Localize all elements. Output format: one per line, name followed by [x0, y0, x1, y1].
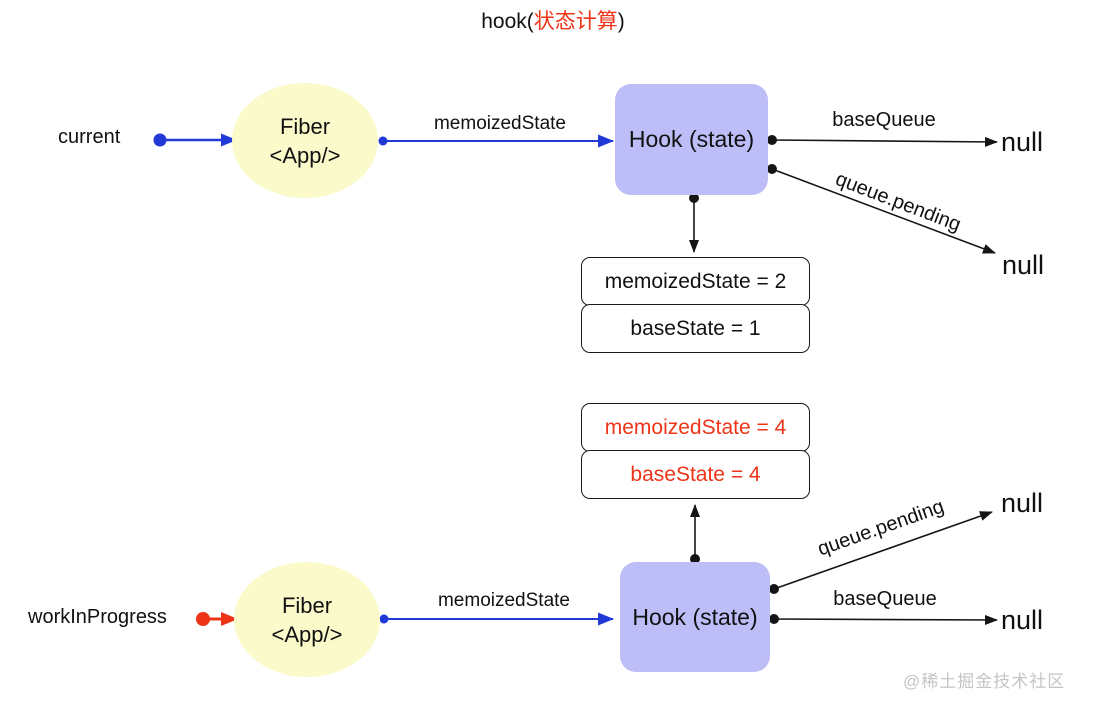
- state-row-basestate: baseState = 4: [581, 450, 810, 499]
- arrow-current-to-fiber: [153, 133, 237, 147]
- edge-label-queuepending-bottom: queue.pending: [814, 495, 947, 561]
- edge-label-basequeue-bottom: baseQueue: [833, 588, 937, 610]
- state-row-basestate: baseState = 1: [581, 304, 810, 353]
- fiber-label-line2: <App/>: [271, 621, 343, 647]
- title-suffix: ): [617, 10, 625, 33]
- title-prefix: hook(: [481, 10, 534, 33]
- hook-node-workinprogress: Hook (state): [620, 562, 770, 672]
- arrow-workinprogress-to-fiber: [196, 612, 238, 626]
- arrow-hook-to-statebox-top: [689, 193, 699, 253]
- state-box-current: memoizedState = 2 baseState = 1: [581, 257, 810, 353]
- arrow-fiber-to-hook-bottom: [379, 612, 614, 626]
- hook-label: Hook (state): [632, 603, 758, 630]
- current-pointer-label: current: [58, 126, 121, 148]
- arrow-basequeue-top: [767, 135, 998, 147]
- arrow-fiber-to-hook-top: [378, 134, 614, 148]
- state-row-memoizedstate: memoizedState = 4: [581, 403, 810, 452]
- null-value-basequeue-top: null: [1001, 127, 1044, 157]
- null-value-queuepending-top: null: [1002, 250, 1045, 280]
- edge-label-memoizedstate-bottom: memoizedState: [437, 590, 570, 611]
- watermark: @稀土掘金技术社区: [903, 672, 1066, 691]
- edge-label-basequeue-top: baseQueue: [832, 109, 936, 131]
- page-title: hook(状态计算): [0, 5, 1106, 35]
- workinprogress-pointer-label: workInProgress: [28, 606, 167, 628]
- edge-label-queuepending-top: queue.pending: [832, 168, 964, 237]
- arrow-basequeue-bottom: [769, 614, 998, 625]
- fiber-label-line1: Fiber: [279, 113, 331, 139]
- hook-node-current: Hook (state): [615, 84, 768, 195]
- fiber-node-workinprogress: Fiber <App/>: [234, 562, 380, 677]
- null-value-basequeue-bottom: null: [1001, 605, 1044, 635]
- state-box-workinprogress: memoizedState = 4 baseState = 4: [581, 403, 810, 499]
- fiber-label-line2: <App/>: [269, 142, 341, 168]
- hook-label: Hook (state): [628, 126, 755, 152]
- fiber-node-current: Fiber <App/>: [232, 83, 378, 198]
- edge-label-memoizedstate-top: memoizedState: [433, 113, 566, 134]
- null-value-queuepending-bottom: null: [1001, 488, 1044, 518]
- title-highlight: 状态计算: [533, 10, 618, 33]
- state-row-memoizedstate: memoizedState = 2: [581, 257, 810, 306]
- arrow-hook-to-statebox-bottom: [690, 504, 700, 564]
- fiber-label-line1: Fiber: [281, 592, 333, 618]
